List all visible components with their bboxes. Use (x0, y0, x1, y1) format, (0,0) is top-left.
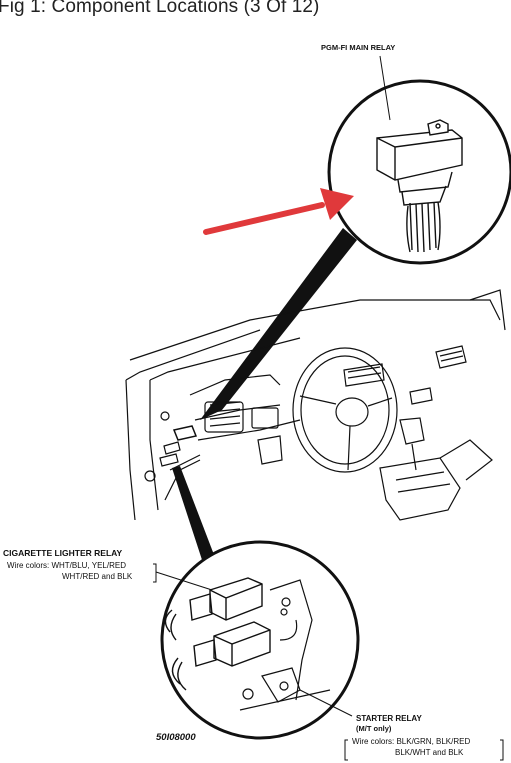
red-pointer-arrow (203, 188, 354, 235)
starter-relay-wire-colors-1: Wire colors: BLK/GRN, BLK/RED (352, 737, 471, 746)
starter-relay-wire-colors-2: BLK/WHT and BLK (395, 748, 464, 757)
cigarette-lighter-relay-drawing (164, 577, 263, 641)
cigarette-lighter-relay-wire-colors-1: Wire colors: WHT/BLU, YEL/RED (7, 561, 126, 570)
cigarette-lighter-relay-label: CIGARETTE LIGHTER RELAY (3, 548, 123, 558)
lower-relays-leader-band (172, 466, 216, 566)
dashboard-drawing (125, 289, 506, 521)
main-relay-leader-band (200, 228, 357, 420)
bracket-drawing (239, 579, 331, 711)
lower-relays-callout (160, 540, 360, 740)
pgm-fi-main-relay-label: PGM-FI MAIN RELAY (321, 43, 396, 52)
figure-title: Fig 1: Component Locations (3 Of 12) (0, 0, 320, 17)
main-relay-callout (327, 79, 511, 265)
pgm-fi-main-relay-drawing (376, 119, 463, 253)
starter-relay-label: STARTER RELAY (356, 714, 422, 723)
cigarette-lighter-relay-wire-colors-2: WHT/RED and BLK (62, 572, 133, 581)
starter-relay-drawing (171, 621, 271, 691)
figure-code: 50I08000 (156, 732, 196, 743)
label-leaders (153, 55, 504, 761)
starter-relay-mt-only: (M/T only) (356, 724, 392, 733)
